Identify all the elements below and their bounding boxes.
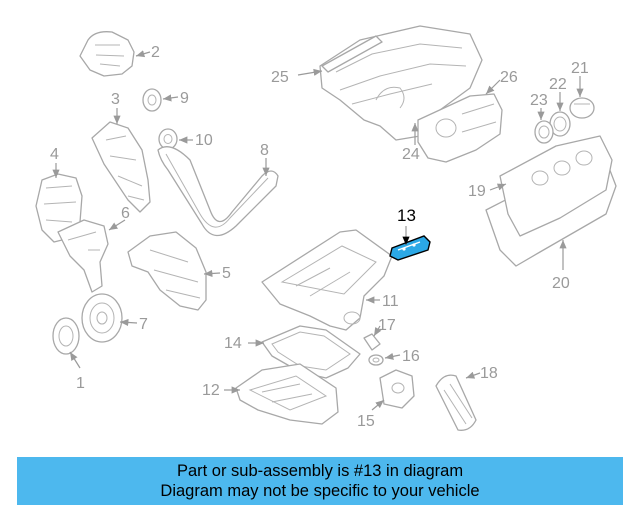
oil-pan-upper-part[interactable] bbox=[261, 229, 393, 331]
callout-19: 19 bbox=[468, 183, 486, 200]
filter-housing-part[interactable] bbox=[379, 369, 415, 409]
cap-gasket-part[interactable] bbox=[534, 120, 554, 144]
callout-3: 3 bbox=[111, 91, 120, 108]
leader-lines bbox=[52, 50, 584, 411]
pan-gasket-part[interactable] bbox=[261, 325, 361, 379]
tensioner-pulley-part[interactable] bbox=[158, 128, 178, 150]
callout-12: 12 bbox=[202, 382, 220, 399]
callout-9: 9 bbox=[180, 90, 189, 107]
callout-22: 22 bbox=[549, 76, 567, 93]
oil-filter-part[interactable] bbox=[435, 374, 477, 431]
callout-11: 11 bbox=[382, 293, 399, 310]
callout-4: 4 bbox=[50, 146, 59, 163]
callout-6: 6 bbox=[121, 205, 130, 222]
crank-pulley-part[interactable] bbox=[81, 293, 123, 343]
callout-17: 17 bbox=[378, 317, 396, 334]
highlighted-part-13[interactable] bbox=[389, 235, 431, 261]
timing-cover-inner-part[interactable] bbox=[91, 121, 151, 213]
callout-21: 21 bbox=[571, 60, 589, 77]
callout-25: 25 bbox=[271, 69, 289, 86]
timing-belt-part[interactable] bbox=[157, 146, 279, 237]
callout-1: 1 bbox=[76, 375, 85, 392]
timing-cover-upper-part[interactable] bbox=[79, 31, 135, 77]
drain-bolt-part[interactable] bbox=[363, 333, 381, 351]
parts-diagram: 2 9 10 3 4 8 6 5 7 1 25 24 26 21 22 23 1… bbox=[35, 25, 617, 431]
seal-part[interactable] bbox=[52, 317, 80, 355]
banner-line-1: Part or sub-assembly is #13 in diagram bbox=[176, 462, 464, 480]
idler-pulley-part[interactable] bbox=[142, 88, 162, 112]
callout-18: 18 bbox=[480, 365, 498, 382]
bracket-6-part[interactable] bbox=[57, 219, 109, 293]
callout-23: 23 bbox=[530, 92, 548, 109]
valve-cover-part[interactable] bbox=[499, 135, 613, 237]
callout-2: 2 bbox=[151, 44, 160, 61]
callout-24: 24 bbox=[402, 146, 420, 163]
oil-cap-part[interactable] bbox=[569, 97, 595, 119]
callout-7: 7 bbox=[139, 316, 148, 333]
banner-line-2: Diagram may not be specific to your vehi… bbox=[160, 482, 480, 500]
callout-5: 5 bbox=[222, 265, 231, 282]
oil-pan-lower-part[interactable] bbox=[235, 363, 339, 425]
callout-10: 10 bbox=[195, 132, 213, 149]
callout-8: 8 bbox=[260, 142, 269, 159]
callout-16: 16 bbox=[402, 348, 420, 365]
diagram-notice-banner: Part or sub-assembly is #13 in diagram D… bbox=[17, 457, 623, 505]
callout-13: 13 bbox=[397, 206, 416, 225]
cap-seal-part[interactable] bbox=[549, 111, 571, 137]
callout-26: 26 bbox=[500, 69, 518, 86]
gasket-strip-part[interactable] bbox=[321, 35, 383, 73]
callout-20: 20 bbox=[552, 275, 570, 292]
callout-14: 14 bbox=[224, 335, 242, 352]
callout-15: 15 bbox=[357, 413, 375, 430]
manifold-cover-part[interactable] bbox=[417, 93, 503, 163]
lower-cover-part[interactable] bbox=[127, 231, 207, 311]
callouts: 2 9 10 3 4 8 6 5 7 1 25 24 26 21 22 23 1… bbox=[50, 44, 589, 430]
washer-part[interactable] bbox=[368, 354, 384, 366]
